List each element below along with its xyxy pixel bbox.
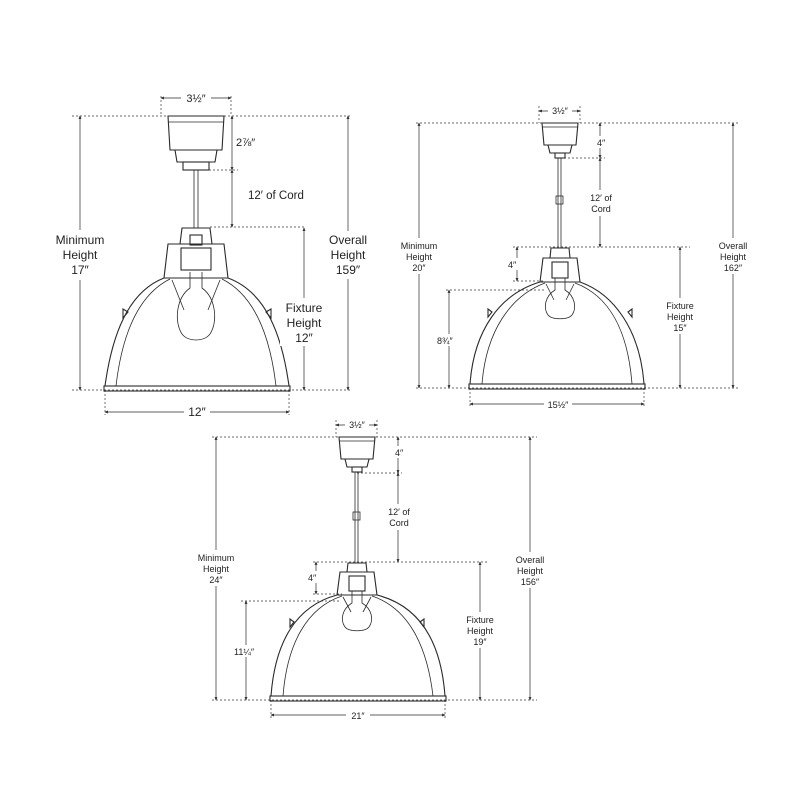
cord-length-label: 12′ of [590, 193, 612, 203]
dimension-canopy-height: 4″ [595, 122, 609, 159]
small-pendant-diagram: 3½″ 2⅞″ 12′ of Cord Minimum Height 17″ O… [50, 91, 372, 419]
canopy [167, 115, 225, 171]
dimension-cord-length: 12′ of Cord [385, 472, 413, 563]
socket-height-label: 4″ [508, 260, 517, 270]
bulb [341, 591, 373, 632]
dimension-shade-height: 8¾″ [435, 289, 461, 389]
width-label: 21″ [351, 711, 365, 721]
dimension-canopy-width: 3½″ [335, 419, 378, 430]
fixture-height-label: Fixture [666, 301, 694, 311]
dimension-fixture-height: Fixture Height 12″ [280, 227, 330, 391]
dimension-shade-height: 11¼″ [232, 600, 260, 701]
overall-height-label: Overall [329, 233, 367, 247]
minimum-height-value: 20″ [412, 263, 426, 273]
cord [193, 170, 199, 228]
fixture-height-value: 15″ [673, 323, 687, 333]
canopy-width-label: 3½″ [349, 420, 366, 430]
overall-height-label: Overall [516, 555, 545, 565]
fixture-height-label: Fixture [286, 301, 323, 315]
bulb [176, 272, 216, 341]
dimension-width: 12″ [104, 404, 290, 419]
dimension-overall-height: Overall Height 156″ [509, 436, 551, 701]
socket [336, 562, 378, 596]
minimum-height-label: Minimum [401, 241, 438, 251]
overall-height-label-2: Height [517, 566, 544, 576]
dimension-minimum-height: Minimum Height 20″ [396, 122, 442, 389]
bulb [544, 278, 576, 320]
cord-length-label-2: Cord [591, 204, 611, 214]
large-pendant-diagram: 3½″ 4″ 12′ of Cord 4″ Minimum Height 24″… [193, 419, 551, 721]
width-label: 15½″ [548, 400, 570, 410]
cord-length-label: 12′ of [388, 507, 410, 517]
dimension-overall-height: Overall Height 162″ [712, 122, 754, 389]
overall-height-value: 156″ [521, 577, 540, 587]
dimension-canopy-height: 2⅞″ [230, 115, 262, 171]
medium-pendant-diagram: 3½″ 4″ 12′ of Cord 4″ Minimum Height 20″… [396, 105, 754, 410]
fixture-height-label-2: Height [667, 312, 694, 322]
dimension-canopy-width: 3½″ [538, 105, 581, 116]
fixture-height-label: Fixture [466, 615, 494, 625]
overall-height-label: Overall [719, 241, 748, 251]
dimension-minimum-height: Minimum Height 24″ [193, 436, 239, 701]
minimum-height-value: 24″ [209, 575, 223, 585]
minimum-height-label: Minimum [198, 553, 235, 563]
dimension-fixture-height: Fixture Height 19″ [459, 561, 501, 701]
minimum-height-label-2: Height [203, 564, 230, 574]
canopy [338, 436, 376, 473]
dimension-overall-height: Overall Height 159″ [322, 115, 372, 391]
shade [468, 281, 646, 390]
canopy-height-label: 4″ [395, 448, 404, 458]
dimension-fixture-height: Fixture Height 15″ [660, 246, 700, 389]
dimension-canopy-width: 3½″ [160, 91, 232, 105]
overall-height-label-2: Height [720, 252, 747, 262]
cord [352, 472, 361, 563]
overall-height-label-2: Height [331, 248, 366, 262]
minimum-height-value: 17″ [71, 263, 89, 277]
dimension-socket-height: 4″ [506, 246, 519, 282]
dimension-width: 21″ [270, 709, 446, 721]
canopy-width-label: 3½″ [186, 93, 205, 105]
fixture-height-value: 19″ [473, 637, 487, 647]
width-label: 12″ [188, 405, 206, 419]
shade-height-label: 8¾″ [437, 336, 454, 346]
shade-height-label: 11¼″ [234, 647, 255, 657]
cord-length-label: 12′ of Cord [248, 190, 304, 202]
overall-height-value: 162″ [724, 263, 743, 273]
dimension-minimum-height: Minimum Height 17″ [50, 115, 110, 391]
overall-height-value: 159″ [336, 263, 361, 277]
minimum-height-label-2: Height [406, 252, 433, 262]
canopy-height-label: 4″ [597, 138, 606, 148]
socket [539, 247, 581, 283]
canopy [541, 122, 579, 159]
shade [103, 277, 291, 392]
dimension-cord-length: 12′ of Cord [587, 157, 615, 248]
minimum-height-label: Minimum [56, 233, 105, 247]
socket [163, 227, 229, 279]
dimension-canopy-height: 4″ [393, 436, 407, 474]
fixture-height-label-2: Height [287, 316, 322, 330]
canopy-height-label: 2⅞″ [236, 137, 255, 149]
fixture-height-value: 12″ [295, 331, 313, 345]
dimension-cord-length: 12′ of Cord [230, 169, 304, 228]
canopy-width-label: 3½″ [552, 106, 569, 116]
shade [269, 594, 447, 702]
dimension-socket-height: 4″ [306, 561, 318, 595]
dimension-width: 15½″ [469, 398, 645, 410]
socket-height-label: 4″ [308, 573, 317, 583]
cord-length-label-2: Cord [389, 518, 409, 528]
cord [555, 158, 564, 248]
fixture-height-label-2: Height [467, 626, 494, 636]
minimum-height-label-2: Height [63, 248, 98, 262]
